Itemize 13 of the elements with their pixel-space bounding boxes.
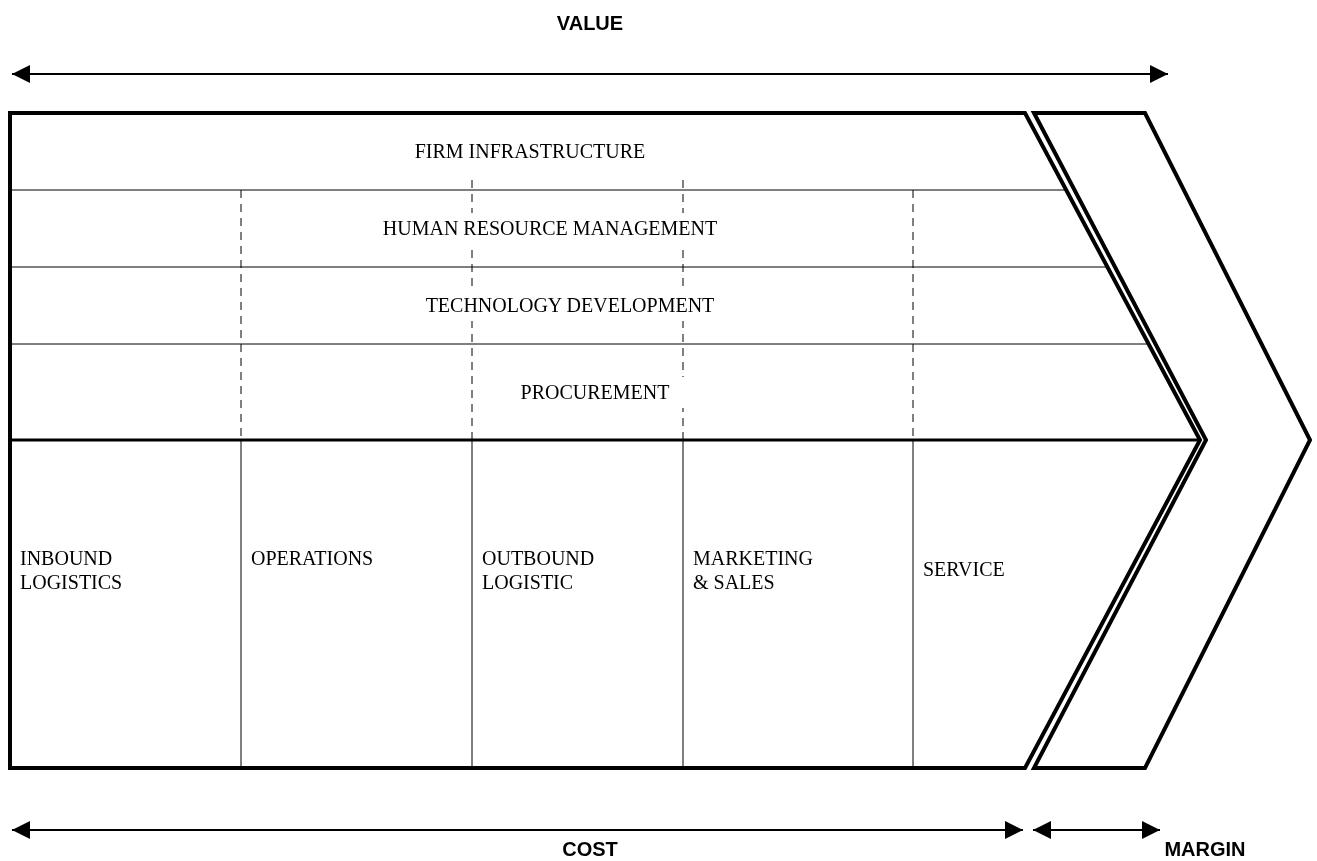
primary-activity-label: SERVICE: [913, 440, 1025, 768]
primary-activity-label: OUTBOUND LOGISTIC: [472, 440, 683, 768]
support-activity-label: PROCUREMENT: [10, 344, 1180, 440]
dimension-label: VALUE: [556, 12, 624, 35]
dimension-label: COST: [562, 838, 618, 861]
primary-activity-label: OPERATIONS: [241, 440, 472, 768]
margin-chevron: [1030, 111, 1313, 770]
support-activity-label: FIRM INFRASTRUCTURE: [10, 113, 1050, 190]
dimension-label: MARGIN: [1164, 838, 1246, 861]
support-activity-label: HUMAN RESOURCE MANAGEMENT: [10, 190, 1090, 267]
primary-activity-label: INBOUND LOGISTICS: [10, 440, 241, 768]
primary-activity-label: MARKETING & SALES: [683, 440, 913, 768]
support-activity-label: TECHNOLOGY DEVELOPMENT: [10, 267, 1130, 344]
